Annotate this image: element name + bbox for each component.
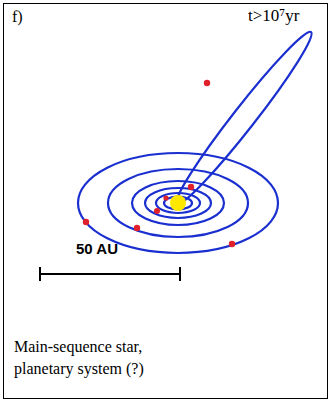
orbits: [78, 25, 320, 253]
panel-frame: [4, 4, 328, 399]
planets: [83, 80, 235, 247]
scale-bar: [40, 267, 180, 281]
central-star: [170, 195, 186, 211]
panel-letter: f): [12, 8, 23, 26]
age-label: t>10⁷yr: [248, 6, 299, 26]
caption-text: Main-sequence star, planetary system (?): [14, 336, 204, 379]
scale-label: 50 AU: [76, 240, 118, 257]
